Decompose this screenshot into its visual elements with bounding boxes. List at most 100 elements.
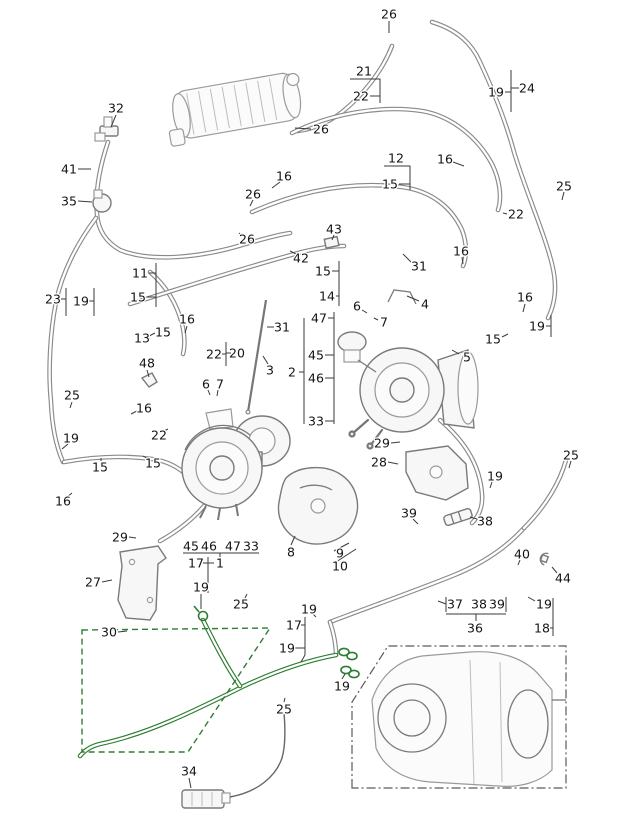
callout-line xyxy=(101,579,113,583)
callout-line xyxy=(238,232,243,237)
part-number-label: 25 xyxy=(233,597,249,612)
part-number-label: 15 xyxy=(382,177,398,192)
callout-line xyxy=(452,161,465,167)
callout-line xyxy=(501,333,509,338)
part-number-label: 13 xyxy=(134,331,150,346)
part-number-label: 15 xyxy=(130,290,146,305)
oil-hose-top-core xyxy=(296,44,394,133)
part-number-label: 6 xyxy=(202,377,210,392)
highlighted-oil-pipe xyxy=(77,652,339,759)
part-number-label: 26 xyxy=(239,232,255,247)
callout-line xyxy=(451,349,460,355)
part-number-label: 39 xyxy=(489,597,505,612)
part-number-label: 46 xyxy=(308,371,324,386)
callout-line xyxy=(406,295,420,302)
part-number-label: 15 xyxy=(92,460,108,475)
part-number-label: 41 xyxy=(61,162,77,177)
part-number-label: 43 xyxy=(326,222,342,237)
oil-pipe-14 xyxy=(127,243,347,307)
cable-connector-34 xyxy=(181,711,286,809)
oil-hose-top xyxy=(295,43,395,134)
clip-44 xyxy=(539,552,550,566)
callout-line xyxy=(146,369,150,378)
oil-lines xyxy=(47,19,569,759)
part-number-label: 15 xyxy=(155,325,171,340)
part-number-label: 5 xyxy=(463,350,471,365)
part-number-label: 14 xyxy=(319,289,335,304)
oil-pipe-13-core xyxy=(148,270,186,356)
part-number-label: 19 xyxy=(279,641,295,656)
oil-line-return-right-core xyxy=(430,20,557,320)
part-number-label: 33 xyxy=(243,539,259,554)
callout-line xyxy=(262,355,269,365)
part-number-label: 21 xyxy=(356,64,372,79)
part-number-label: 37 xyxy=(447,597,463,612)
callout-line xyxy=(130,410,138,415)
callout-line xyxy=(489,481,493,489)
seal-ring-icon xyxy=(346,651,358,661)
callout-line xyxy=(551,566,558,574)
part-number-label: 36 xyxy=(467,621,483,636)
part-number-label: 22 xyxy=(151,428,167,443)
part-number-label: 10 xyxy=(332,559,348,574)
part-number-label: 19 xyxy=(488,85,504,100)
bracket-48 xyxy=(140,372,158,388)
callout-line xyxy=(373,317,379,321)
callout-line xyxy=(469,516,478,520)
part-number-label: 19 xyxy=(193,580,209,595)
callout-line xyxy=(283,697,286,703)
part-number-label: 8 xyxy=(287,545,295,560)
part-number-label: 48 xyxy=(139,356,155,371)
oil-feed-left-turbo-core xyxy=(62,455,192,480)
part-number-label: 40 xyxy=(514,547,530,562)
callout-line xyxy=(517,559,521,566)
seal-ring-icon xyxy=(340,665,352,675)
part-number-label: 20 xyxy=(229,346,245,361)
callout-line xyxy=(522,303,526,313)
part-number-label: 31 xyxy=(411,259,427,274)
part-number-label: 35 xyxy=(61,194,77,209)
transmission-assembly xyxy=(371,651,566,787)
part-number-label: 22 xyxy=(206,347,222,362)
callout-line xyxy=(271,181,281,189)
part-number-label: 16 xyxy=(136,401,152,416)
callout-line xyxy=(412,518,419,525)
oil-pipe-11-core xyxy=(95,140,292,259)
callout-line xyxy=(244,593,248,599)
part-number-label: 26 xyxy=(313,122,329,137)
part-number-label: 15 xyxy=(485,332,501,347)
callout-line xyxy=(361,309,368,314)
part-number-label: 18 xyxy=(534,621,550,636)
callout-line xyxy=(331,234,335,241)
oil-drain-left-turbo xyxy=(157,503,207,544)
callout-line xyxy=(402,253,412,263)
part-number-label: 4 xyxy=(421,297,429,312)
callout-line xyxy=(568,460,572,469)
part-number-label: 38 xyxy=(471,597,487,612)
part-number-label: 38 xyxy=(477,514,493,529)
part-number-label: 39 xyxy=(401,506,417,521)
oil-drain-right-turbo-core xyxy=(438,418,484,525)
part-number-label: 16 xyxy=(437,152,453,167)
callout-line xyxy=(163,428,169,432)
callout-line xyxy=(117,630,128,633)
part-number-label: 23 xyxy=(45,292,61,307)
part-number-label: 32 xyxy=(108,101,124,116)
fitting-38 xyxy=(443,507,473,527)
callout-line xyxy=(312,613,317,618)
callout-line xyxy=(390,441,401,444)
part-number-label: 12 xyxy=(388,151,404,166)
part-number-label: 26 xyxy=(245,187,261,202)
part-number-label: 15 xyxy=(145,456,161,471)
callout-line xyxy=(128,536,137,539)
part-number-label: 45 xyxy=(308,348,324,363)
part-number-label: 33 xyxy=(308,414,324,429)
turbocharger-right xyxy=(337,289,479,450)
oil-cooler xyxy=(168,72,302,147)
callout-line xyxy=(387,461,399,465)
callout-line xyxy=(332,548,357,565)
part-number-label: 15 xyxy=(315,264,331,279)
part-number-label: 25 xyxy=(64,388,80,403)
